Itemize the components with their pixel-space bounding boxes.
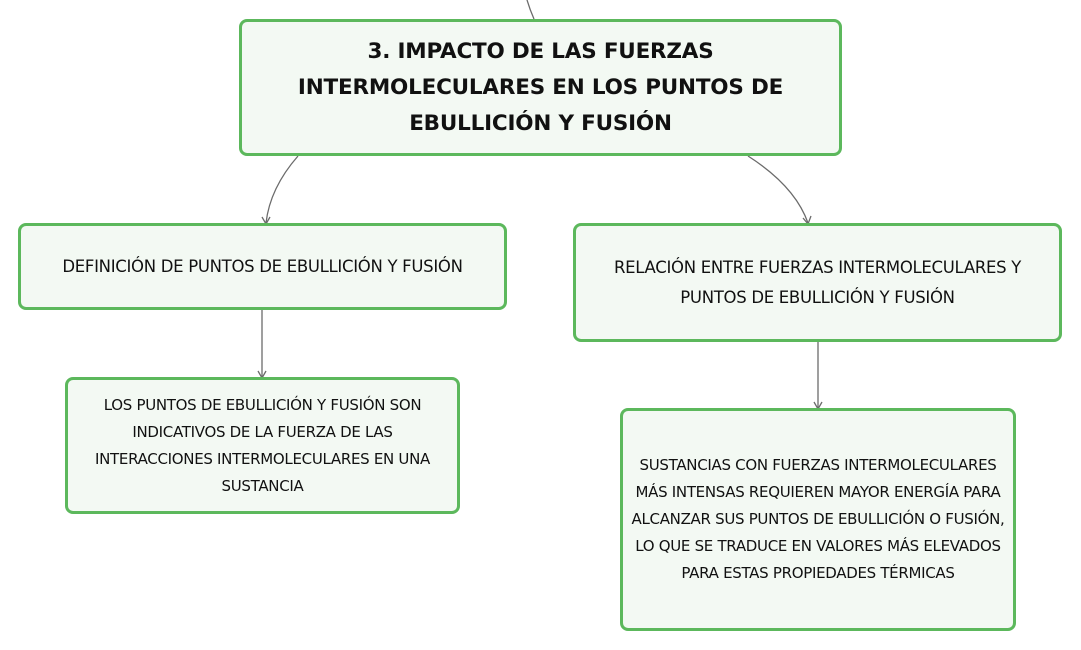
relation-title: RELACIÓN ENTRE FUERZAS INTERMOLECULARES … — [613, 257, 1022, 307]
connector-parent-to-main — [526, 0, 535, 20]
connector-main-to-definition — [265, 155, 299, 224]
relation-node[interactable]: RELACIÓN ENTRE FUERZAS INTERMOLECULARES … — [573, 223, 1062, 342]
definition-detail-node[interactable]: LOS PUNTOS DE EBULLICIÓN Y FUSIÓN SON IN… — [65, 377, 460, 514]
definition-title: DEFINICIÓN DE PUNTOS DE EBULLICIÓN Y FUS… — [62, 256, 463, 276]
relation-detail-text: SUSTANCIAS CON FUERZAS INTERMOLECULARES … — [631, 456, 1005, 582]
relation-detail-node[interactable]: SUSTANCIAS CON FUERZAS INTERMOLECULARES … — [620, 408, 1016, 631]
main-topic-text: 3. IMPACTO DE LAS FUERZAS INTERMOLECULAR… — [297, 38, 784, 136]
connector-main-to-relation — [747, 155, 809, 224]
definition-detail-text: LOS PUNTOS DE EBULLICIÓN Y FUSIÓN SON IN… — [95, 395, 430, 495]
definition-node[interactable]: DEFINICIÓN DE PUNTOS DE EBULLICIÓN Y FUS… — [18, 223, 507, 310]
main-topic-node[interactable]: 3. IMPACTO DE LAS FUERZAS INTERMOLECULAR… — [239, 19, 842, 156]
